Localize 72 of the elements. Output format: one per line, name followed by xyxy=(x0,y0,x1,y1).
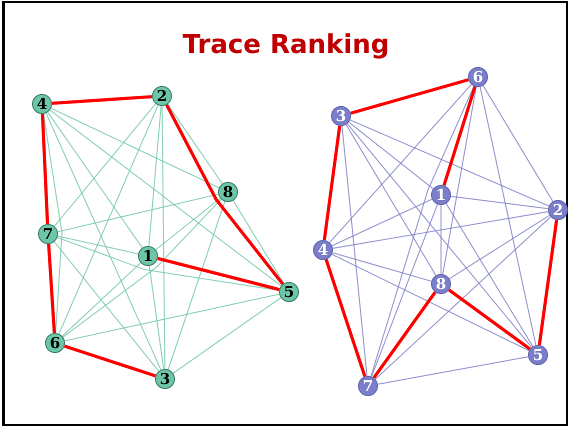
highlighted-edge xyxy=(40,114,50,224)
edge-line xyxy=(148,266,164,370)
edge-line xyxy=(341,126,368,376)
edge-line xyxy=(62,262,142,337)
edge-line xyxy=(374,216,552,380)
edge-line xyxy=(162,106,166,369)
highlighted-edge xyxy=(442,86,477,186)
edge-line xyxy=(442,86,477,274)
edge-line xyxy=(46,112,162,370)
edge-line xyxy=(62,198,222,338)
highlighted-edge xyxy=(350,78,469,115)
edge-line xyxy=(168,201,226,370)
edge-line xyxy=(449,214,550,280)
graph-node: 1 xyxy=(138,246,158,266)
edge-line xyxy=(54,103,156,227)
graph-node: 5 xyxy=(279,282,299,302)
edge-line xyxy=(332,211,548,249)
edge-line xyxy=(58,194,218,232)
graph-node: 6 xyxy=(468,67,488,87)
edge-line xyxy=(172,297,282,374)
highlighted-edge xyxy=(157,256,280,292)
edge-line xyxy=(371,204,438,377)
graph-node: 3 xyxy=(331,106,351,126)
graph-node: 4 xyxy=(313,240,333,260)
edge-line xyxy=(450,196,548,210)
edge-line xyxy=(332,198,432,246)
edge-line xyxy=(148,106,162,246)
highlighted-edge xyxy=(538,220,558,346)
edge-line xyxy=(332,254,530,352)
edge-line xyxy=(346,124,436,276)
graph-node: 2 xyxy=(548,200,568,220)
edge-line xyxy=(58,104,159,334)
highlighted-edge xyxy=(47,244,56,334)
edge-line xyxy=(155,198,221,250)
graph-node: 4 xyxy=(32,94,52,114)
edge-line xyxy=(370,86,474,377)
graph-node: 5 xyxy=(528,345,548,365)
edge-line xyxy=(329,84,472,243)
edge-line xyxy=(50,108,220,188)
edge-line xyxy=(480,86,536,346)
highlighted-edge xyxy=(64,344,156,378)
title: Trace Ranking xyxy=(182,30,390,60)
edge-line xyxy=(47,112,143,248)
edge-line xyxy=(332,252,432,282)
graph-node: 7 xyxy=(38,224,58,244)
edge-line xyxy=(58,236,138,254)
highlighted-edge xyxy=(324,259,366,377)
edge-line xyxy=(348,122,434,190)
edge-line xyxy=(42,114,63,334)
edge-line xyxy=(350,119,550,207)
graph-node: 7 xyxy=(358,376,378,396)
highlighted-edge xyxy=(448,288,531,350)
graph-node: 8 xyxy=(218,182,238,202)
highlighted-edge xyxy=(52,95,152,105)
graph-node: 6 xyxy=(45,333,65,353)
edge-line xyxy=(378,356,528,385)
highlighted-edge xyxy=(165,104,284,286)
edge-line xyxy=(446,203,534,347)
edge-line xyxy=(50,110,282,286)
edge-line xyxy=(482,85,554,202)
highlighted-edge xyxy=(372,291,436,379)
edge-line xyxy=(346,123,532,348)
edge-line xyxy=(54,241,160,372)
edge-line xyxy=(64,294,280,342)
edge-line xyxy=(167,104,223,184)
edge-line xyxy=(232,200,284,284)
highlighted-edge xyxy=(322,126,342,240)
graph-node: 3 xyxy=(155,369,175,389)
edge-line xyxy=(440,205,442,274)
graph-node: 1 xyxy=(431,185,451,205)
graph-node: 2 xyxy=(152,86,172,106)
graph-node: 8 xyxy=(431,274,451,294)
